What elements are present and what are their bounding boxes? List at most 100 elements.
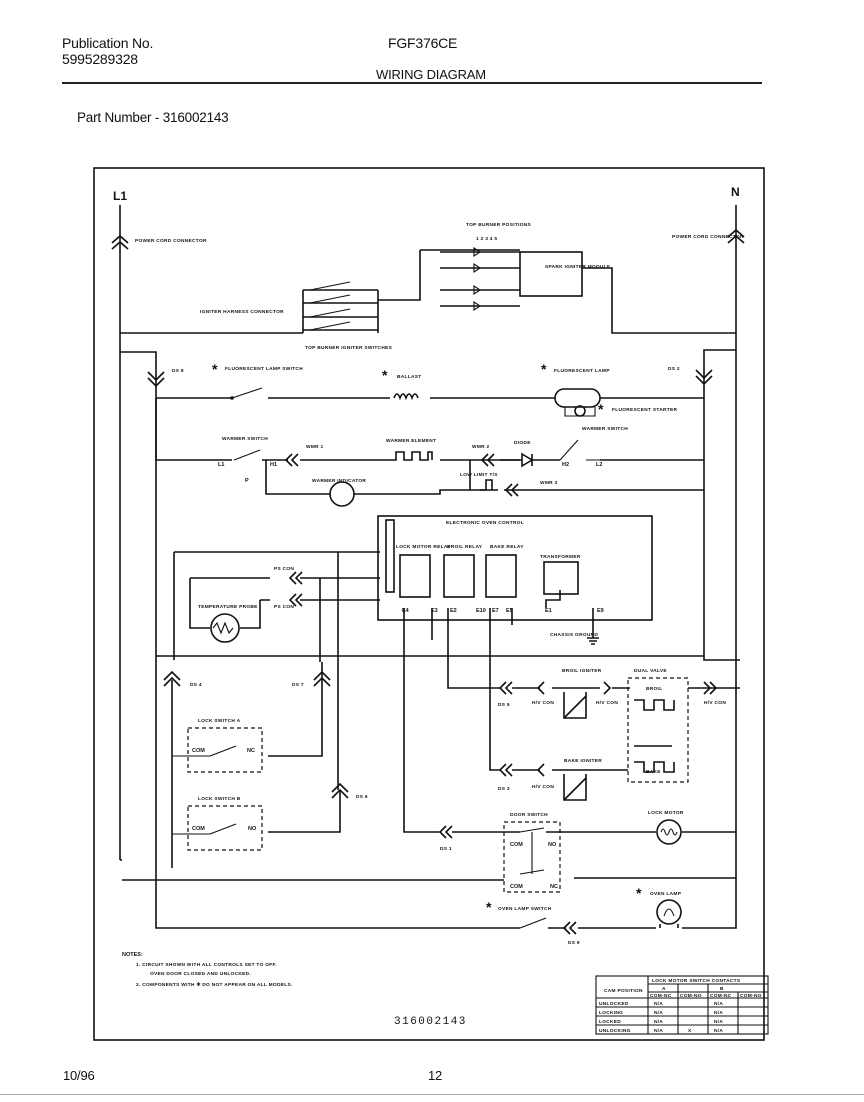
table-cell: N/A xyxy=(654,1010,663,1016)
fluor-starter-label: FLUORESCENT STARTER xyxy=(612,407,678,413)
n-terminal: N xyxy=(731,185,740,199)
top-burner-switches-label: TOP BURNER IGNITER SWITCHES xyxy=(305,345,393,351)
table-row-label: LOCKED xyxy=(599,1019,621,1025)
probe-resistor xyxy=(212,621,234,635)
ds5-connector xyxy=(498,681,513,695)
lock-switch-a-blade xyxy=(172,745,237,757)
table-cell: N/A xyxy=(714,1019,723,1025)
table-group-b: B xyxy=(720,986,724,992)
bake-igniter xyxy=(563,774,587,801)
positions-code: 1 2 3 4 5 xyxy=(476,236,497,242)
oven-lamp xyxy=(656,899,682,925)
wire-warmer-indicator xyxy=(265,460,470,495)
wire-module-neutral xyxy=(582,267,736,334)
bake-igniter-label: BAKE IGNITER xyxy=(564,758,602,764)
warmer-switch-right-label: WARMER SWITCH xyxy=(582,426,628,432)
table-grid xyxy=(596,976,768,1034)
ds6-label: DS 6 xyxy=(356,794,368,800)
lock-switch-b-label: LOCK SWITCH B xyxy=(198,796,241,802)
ps-con-bot-label: PS CON xyxy=(274,604,294,610)
top-burner-positions-label: TOP BURNER POSITIONS xyxy=(466,222,531,228)
e2-label: E2 xyxy=(450,608,457,614)
p-wire-label: P xyxy=(245,478,249,484)
broil-igniter xyxy=(563,692,587,719)
ds2-connector xyxy=(695,369,713,386)
l1-terminal: L1 xyxy=(113,189,127,203)
hv-con-3-label: H/V CON xyxy=(704,700,726,706)
oven-lamp-leads xyxy=(659,924,679,928)
lock-relay-label: LOCK MOTOR RELAY xyxy=(396,544,451,550)
com-a-label: COM xyxy=(192,748,205,754)
diode-label: DIODE xyxy=(514,440,531,446)
h2-wire-label: H2 xyxy=(562,462,569,468)
part-number-code: 316002143 xyxy=(394,1016,467,1028)
table-cell: X xyxy=(688,1028,692,1034)
e9-label: E9 xyxy=(597,608,604,614)
ds3-connector xyxy=(498,763,513,777)
low-limit-ts xyxy=(480,479,498,491)
ds7-label: DS 7 xyxy=(292,682,304,688)
wire-switch-to-module xyxy=(378,249,520,301)
eoc-connector-block xyxy=(385,519,395,593)
ds8-label: DS 8 xyxy=(172,368,184,374)
door-switch xyxy=(503,821,561,893)
note-line-2: 2. COMPONENTS WITH ✻ DO NOT APPEAR ON AL… xyxy=(136,982,293,988)
table-col-header: CAM POSITION xyxy=(604,988,643,994)
wire-neutral-bus xyxy=(703,398,740,661)
model-number: FGF376CE xyxy=(388,35,458,51)
table-col-3: COM-NC xyxy=(710,993,732,999)
l1-wire-label: L1 xyxy=(218,462,224,468)
note-line-1b: OVEN DOOR CLOSED AND UNLOCKED. xyxy=(150,971,251,977)
ds7-connector xyxy=(313,670,331,687)
e7-label: E7 xyxy=(492,608,499,614)
eoc-output-wires xyxy=(403,608,513,833)
diode xyxy=(500,452,560,468)
l2-wire-label: L2 xyxy=(596,462,602,468)
ds5-label: DS 5 xyxy=(498,702,510,708)
lock-switch-feeds xyxy=(319,552,339,790)
asterisk-mark: * xyxy=(636,885,642,901)
igniter-switch-wires xyxy=(303,289,378,331)
wmr3-connector xyxy=(504,483,519,497)
lock-motor-relay xyxy=(399,554,431,598)
warmer-indicator-lamp xyxy=(329,481,355,507)
eoc-label: ELECTRONIC OVEN CONTROL xyxy=(446,520,524,526)
e3-label: E3 xyxy=(431,608,438,614)
power-cord-connector-right xyxy=(727,228,745,244)
asterisk-mark: * xyxy=(598,401,604,417)
wire-oven-lamp xyxy=(548,878,737,929)
no-d-label: NO xyxy=(548,842,557,848)
ballast-label: BALLAST xyxy=(397,374,421,380)
transformer-label: TRANSFORMER xyxy=(540,554,581,560)
table-row-label: UNLOCKING xyxy=(599,1028,631,1034)
no-b-label: NO xyxy=(248,826,257,832)
table-cell: N/A xyxy=(654,1019,663,1025)
hv-con-valve xyxy=(688,681,740,695)
fluorescent-lamp-switch-blade xyxy=(231,387,263,399)
part-number: Part Number - 316002143 xyxy=(77,110,229,125)
warmer-element-label: WARMER ELEMENT xyxy=(386,438,436,444)
spark-module-label: SPARK IGNITER MODULE xyxy=(545,264,611,270)
temperature-probe xyxy=(210,613,240,643)
page-title: WIRING DIAGRAM xyxy=(376,67,486,82)
asterisk-mark: * xyxy=(212,361,218,377)
broil-label: BROIL xyxy=(646,686,662,692)
ds4-connector xyxy=(163,670,181,687)
hv-con-1-label: H/V CON xyxy=(532,700,554,706)
lock-motor-winding xyxy=(660,828,678,836)
ds4-label: DS 4 xyxy=(190,682,202,688)
lock-switch-b xyxy=(187,805,263,851)
com-d2-label: COM xyxy=(510,884,523,890)
wire-ds2 xyxy=(703,349,736,398)
wire-warmer-l1 xyxy=(155,398,232,461)
com-d-label: COM xyxy=(510,842,523,848)
fluor-lamp-switch-label: FLUORESCENT LAMP SWITCH xyxy=(225,366,303,372)
wmr2-label: WMR 2 xyxy=(472,444,490,450)
asterisk-mark: * xyxy=(486,899,492,915)
warmer-switch-blade xyxy=(233,449,261,461)
chassis-ground-symbol xyxy=(587,608,599,645)
e10-label: E10 xyxy=(476,608,486,614)
wire-ds6 xyxy=(268,790,341,833)
temp-probe-label: TEMPERATURE PROBE xyxy=(198,604,258,610)
